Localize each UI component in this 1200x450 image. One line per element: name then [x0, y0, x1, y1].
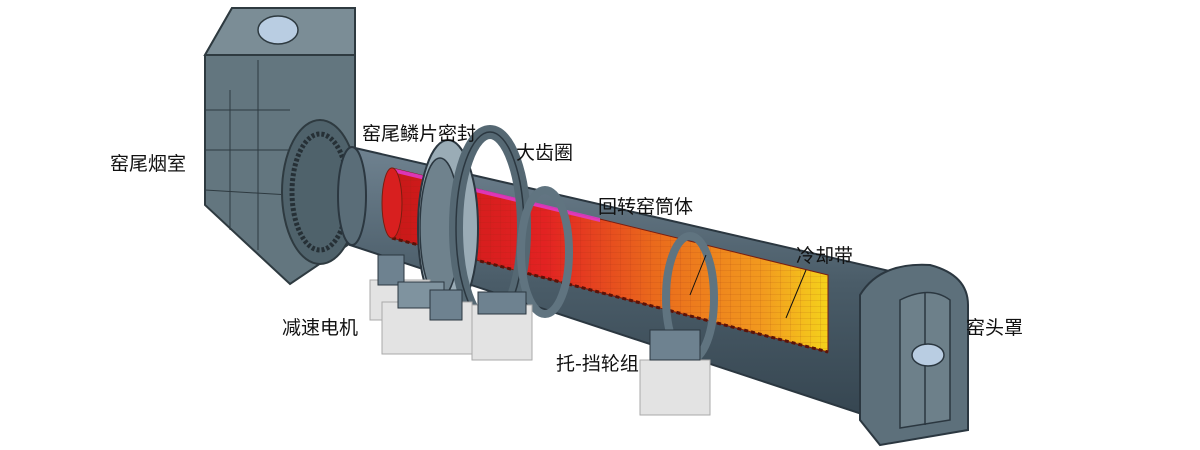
kiln-hood: [859, 263, 969, 447]
label-support-thrust-roller: 托-挡轮组: [556, 353, 639, 375]
leader-lines: [689, 254, 807, 319]
label-reducer-motor: 减速电机: [282, 317, 359, 339]
label-tail-scale-seal: 窑尾鳞片密封: [362, 123, 477, 145]
label-tail-smoke-chamber: 窑尾烟室: [110, 153, 187, 175]
reducer-motor: [369, 254, 473, 355]
support-roller-1: [471, 291, 533, 361]
label-cooling-zone: 冷却带: [796, 245, 854, 267]
label-big-gear-ring: 大齿圈: [516, 142, 574, 164]
support-roller-2: [639, 329, 711, 416]
kiln-shell: [337, 146, 922, 422]
tail-smoke-chamber: [203, 7, 359, 286]
tyre-ring-1: [517, 186, 573, 318]
label-kiln-hood: 窑头罩: [966, 317, 1024, 339]
label-rotary-kiln-shell: 回转窑筒体: [598, 196, 694, 218]
